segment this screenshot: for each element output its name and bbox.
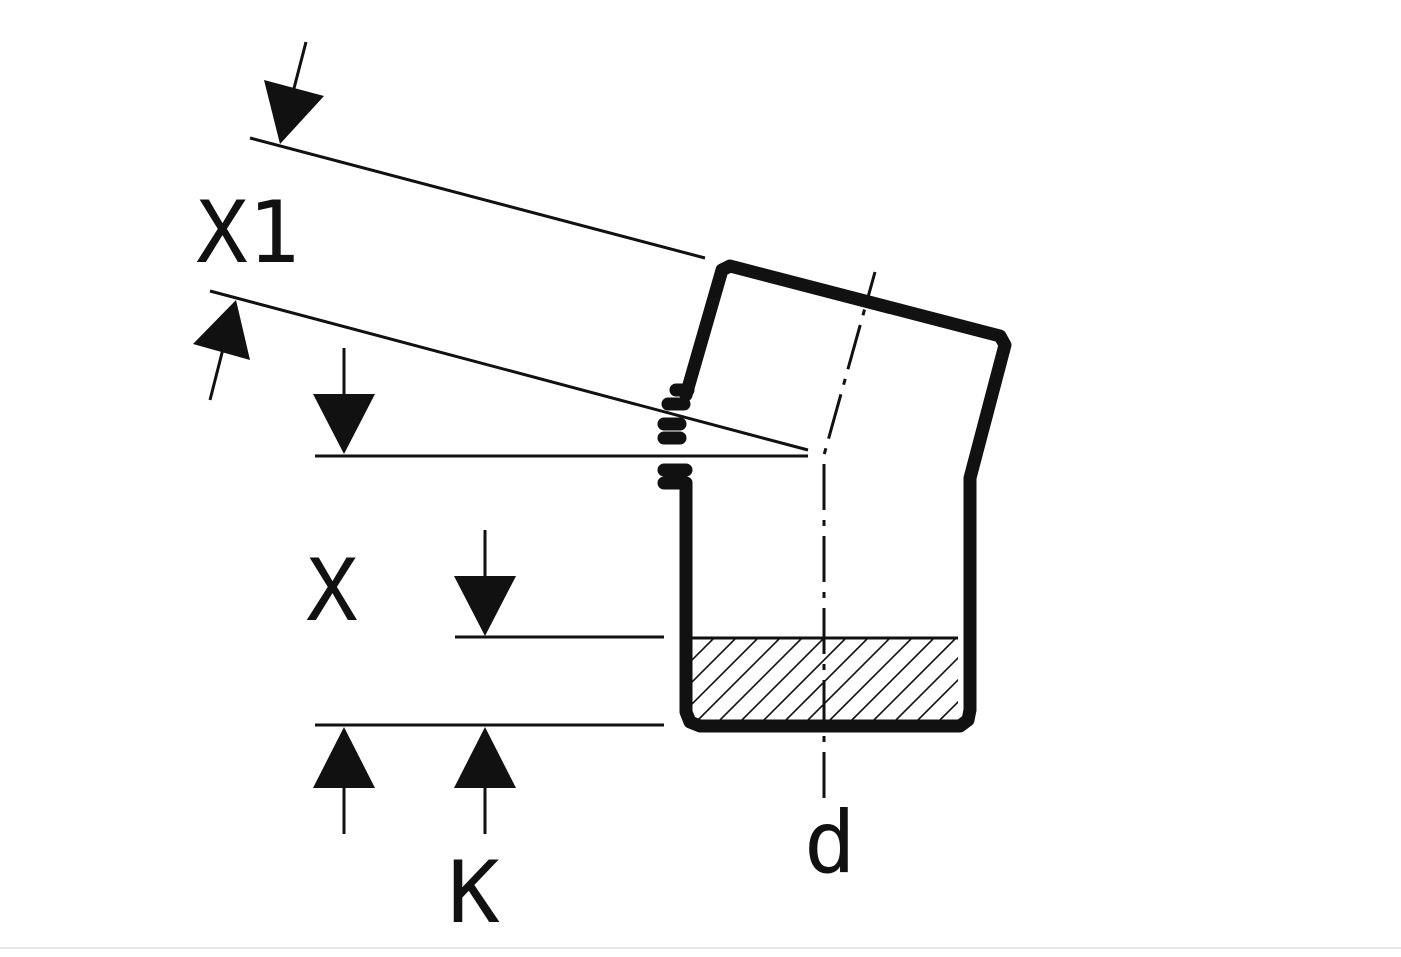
hatch-line (871, 638, 957, 722)
hatch-line (692, 638, 759, 706)
hatch-line (893, 656, 958, 722)
hatch-line (717, 638, 803, 722)
base-left-arrowhead (313, 727, 375, 788)
fitting-body (657, 259, 1012, 733)
x1-lower-extension-line (209, 289, 809, 452)
x1-bottom-arrowhead (193, 300, 250, 360)
hatch-line (827, 638, 913, 722)
hatch-line (692, 638, 715, 662)
x-top-arrowhead (313, 394, 375, 454)
x1-upper-extension-line (249, 136, 706, 260)
fitting-left-wall (679, 259, 1012, 733)
x1-top-arrowhead (264, 80, 324, 144)
label-x1: X1 (196, 183, 300, 283)
x1-bottom-arrow-shaft (208, 344, 226, 401)
hatch-line (692, 638, 737, 684)
k-arrowhead (454, 727, 516, 788)
hatch-line (692, 638, 693, 640)
hatched-base (692, 638, 958, 722)
hatch-line (937, 700, 958, 722)
socket-groove-stubs (657, 383, 695, 490)
label-k: K (448, 843, 500, 943)
hatch-line (849, 638, 935, 722)
hatch-line (805, 638, 891, 722)
label-x: X (306, 541, 358, 641)
hatch-line (915, 678, 958, 722)
hatch-line (761, 638, 847, 722)
x-inner-arrowhead (454, 576, 516, 636)
hatch-line (739, 638, 825, 722)
label-d: d (804, 793, 856, 893)
hatch-line (695, 638, 781, 722)
centre-axis (822, 271, 877, 798)
x1-top-arrow-shaft (290, 41, 308, 97)
hatch-line (783, 638, 869, 722)
